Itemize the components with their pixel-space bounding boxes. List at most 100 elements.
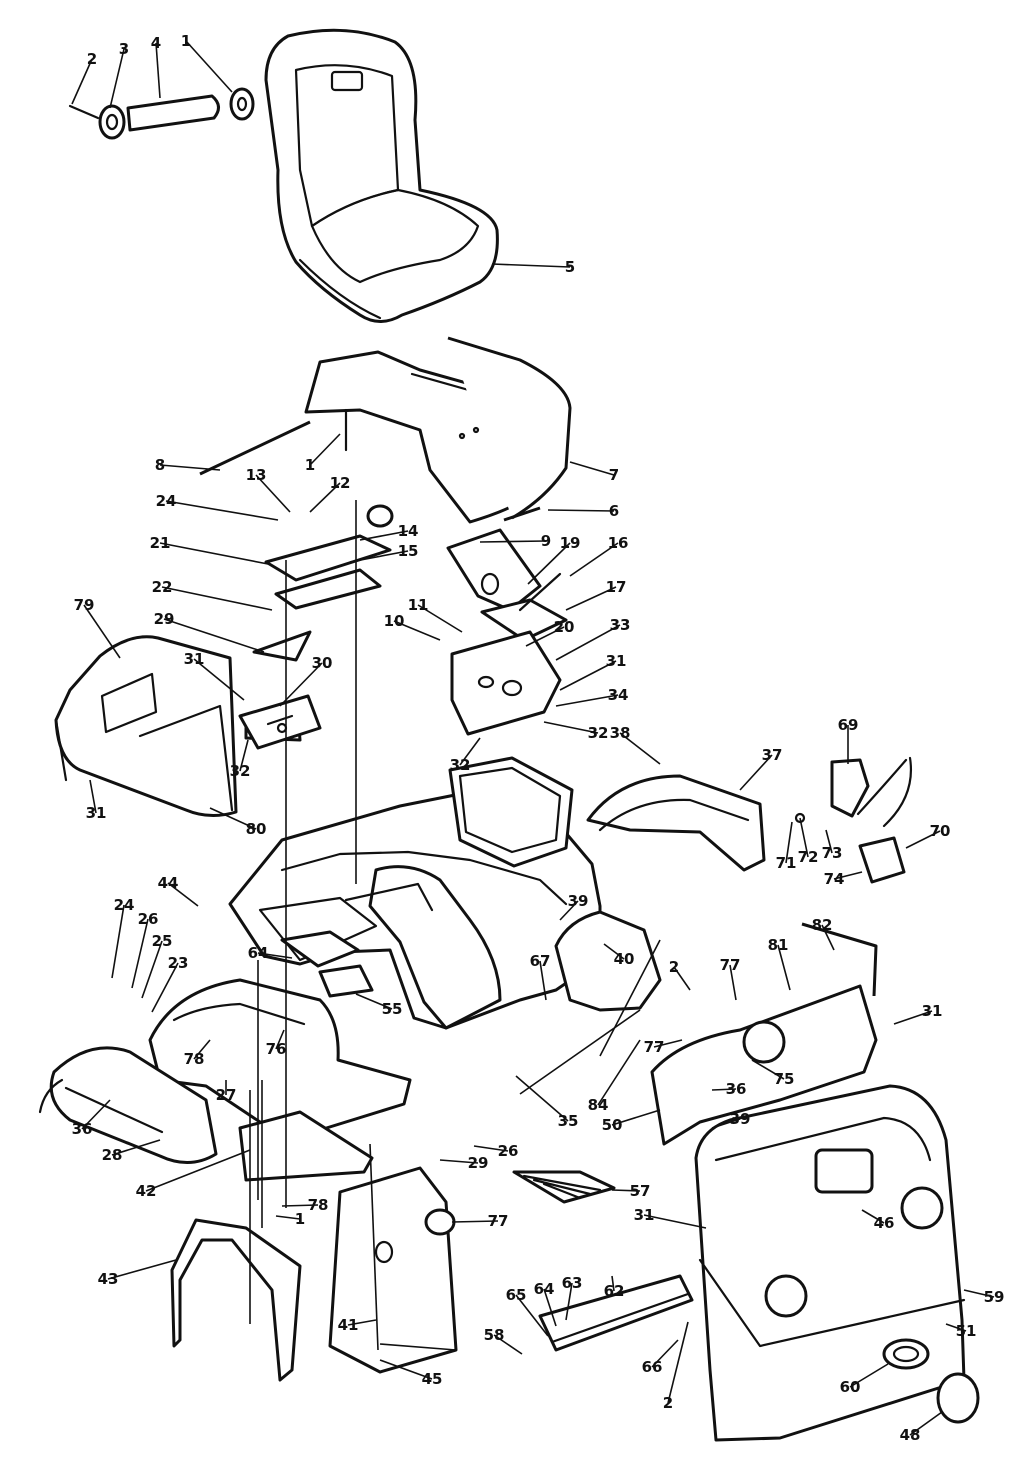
leader-line [527,542,571,585]
callout-label: 45 [422,1370,443,1388]
callout-label: 16 [608,534,629,552]
callout-label: 64 [534,1280,555,1298]
leader-line [439,1159,479,1164]
leader-line [349,550,409,563]
callout-label: 38 [610,724,631,742]
callout-label: 21 [150,534,171,552]
leader-line [83,604,121,659]
callout-label: 80 [246,820,267,838]
leader-line [81,1099,111,1130]
leader-line [729,964,737,1001]
callout-label: 35 [558,1112,579,1130]
callout-label: 82 [812,916,833,934]
callout-label: 23 [168,954,189,972]
leader-line [145,1149,251,1192]
callout-label: 59 [984,1288,1005,1306]
callout-label: 34 [608,686,629,704]
seat-bracket [244,504,394,742]
leader-line [643,1214,707,1229]
callout-label: 1 [295,1210,305,1228]
callout-label: 26 [498,1142,519,1160]
leader-line [945,1323,967,1332]
callout-label: 31 [922,1002,943,1020]
leader-line [619,732,661,765]
callout-label: 78 [308,1196,329,1214]
callout-label: 31 [606,652,627,670]
callout-label: 10 [384,612,405,630]
leader-line [611,1189,641,1192]
main-body [228,756,602,1030]
leader-line [821,924,835,951]
leader-line [459,737,481,766]
leader-line [543,721,599,734]
callout-label: 29 [468,1154,489,1172]
callout-label: 78 [184,1050,205,1068]
leader-line [379,1359,433,1380]
leader-line [347,1319,377,1326]
callout-label: 32 [588,724,609,742]
leader-line [185,40,233,93]
leader-line [193,658,245,701]
leader-line [653,1039,683,1048]
leader-line [163,618,265,653]
callout-label: 76 [266,1040,287,1058]
callout-label: 24 [114,896,135,914]
callout-label: 84 [588,1096,609,1114]
callout-label: 13 [246,466,267,484]
callout-label: 1 [181,32,191,50]
leader-line [159,542,269,565]
callout-label: 81 [768,936,789,954]
callout-label: 57 [630,1182,651,1200]
leader-line [257,952,293,959]
callout-label: 65 [506,1286,527,1304]
callout-label: 50 [602,1116,623,1134]
leader-line [193,1039,211,1060]
callout-label: 20 [554,618,575,636]
leader-line [909,1411,943,1436]
guide-lines [249,500,661,1351]
callout-label: 12 [330,474,351,492]
callout-label: 46 [874,1214,895,1232]
leader-line [111,1139,161,1156]
leader-line [849,1363,889,1388]
callout-label: 1 [305,456,315,474]
callout-label: 24 [156,492,177,510]
callout-label: 32 [450,756,471,774]
leader-line [825,829,833,854]
callout-label: 9 [541,532,551,550]
callout-label: 79 [74,596,95,614]
leader-line [565,1282,573,1321]
leader-line [309,482,341,513]
leader-line [751,1059,785,1080]
leader-line [963,1289,995,1298]
callout-label: 69 [838,716,859,734]
callout-label: 77 [720,956,741,974]
callout-label: 72 [798,848,819,866]
leader-line [799,817,809,858]
leader-line [159,464,221,471]
leader-line [515,1075,569,1122]
leader-line [611,1109,661,1126]
leader-line [547,509,615,512]
callout-label: 31 [184,650,205,668]
leader-line [417,604,463,633]
hinge-bracket [446,528,568,736]
callout-label: 5 [565,258,575,276]
callout-label: 32 [230,762,251,780]
leader-line [525,626,565,647]
seat-pivot-hardware [68,87,255,140]
leader-line [141,940,163,999]
callout-label: 39 [730,1110,751,1128]
callout-label: 41 [338,1316,359,1334]
callout-label: 6 [609,502,619,520]
seat [264,28,499,323]
floor-bracket [170,1218,302,1382]
leader-line [569,542,619,577]
leader-line [279,662,323,707]
leader-line [555,694,619,707]
leader-line [611,1275,615,1292]
callout-label: 29 [154,610,175,628]
callout-label: 11 [408,596,429,614]
callout-label: 8 [155,456,165,474]
